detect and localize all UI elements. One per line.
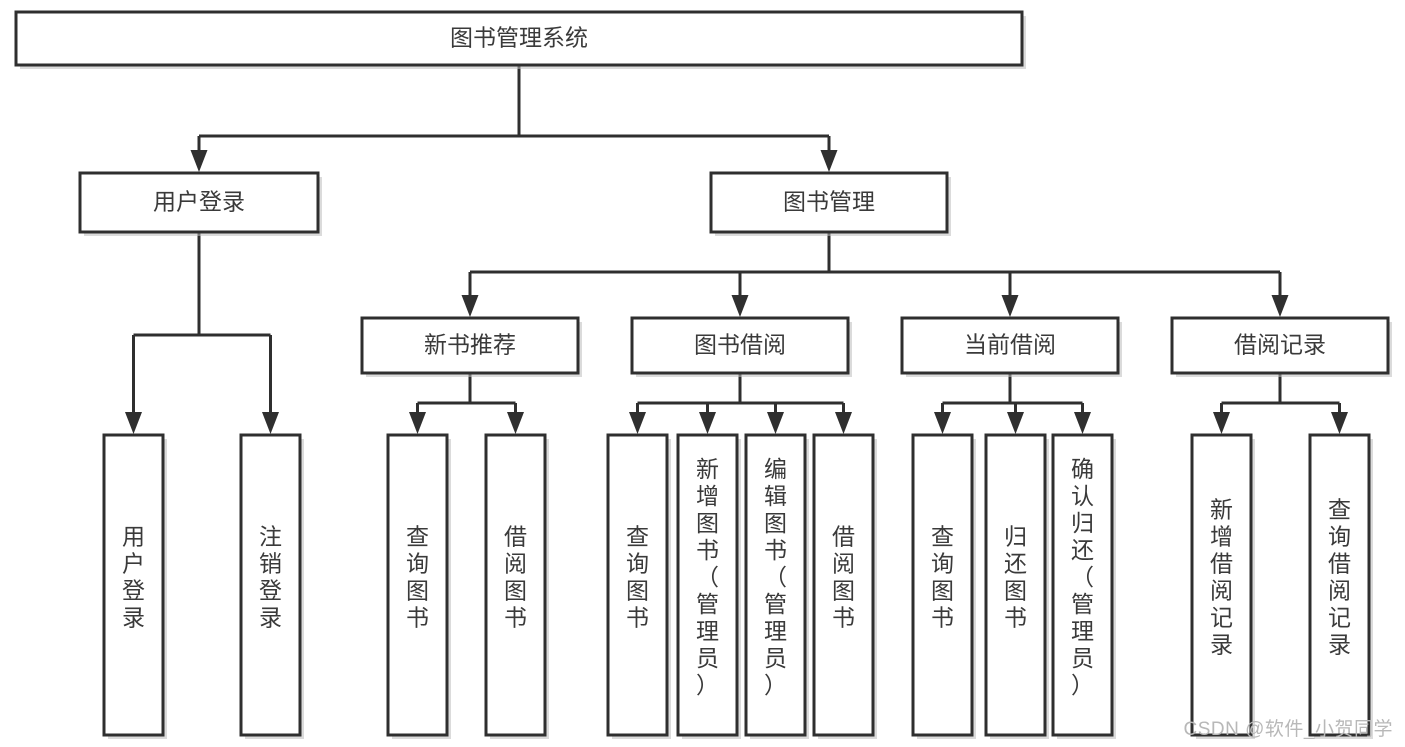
node-label: 图书管理系统 (450, 25, 588, 51)
node-book-borrow[interactable]: 图书借阅 (630, 316, 852, 377)
arrow-head-icon (820, 150, 838, 172)
node-label: 查询图书 (931, 524, 954, 631)
node-label: 用户登录 (122, 524, 145, 631)
node-label: 查询图书 (626, 524, 649, 631)
arrow-head-icon (190, 150, 208, 172)
node-book-manage[interactable]: 图书管理 (709, 171, 951, 236)
node-borrow-borrow-book[interactable]: 借阅图书 (812, 433, 877, 739)
arrow-head-icon (1074, 412, 1091, 434)
node-label: 归还图书 (1004, 524, 1027, 631)
node-border (102, 433, 165, 737)
node-root[interactable]: 图书管理系统 (14, 10, 1026, 69)
arrow-head-icon (699, 412, 716, 434)
node-border (1051, 433, 1114, 737)
node-label: 图书借阅 (694, 332, 786, 358)
node-label: 新书推荐 (424, 332, 516, 358)
node-border (630, 316, 850, 375)
node-border (911, 433, 974, 737)
node-borrow-add-book[interactable]: 新增图书（管理员） (676, 433, 741, 739)
arrow-head-icon (629, 412, 646, 434)
node-label: 查询图书 (406, 524, 429, 631)
node-current-borrow[interactable]: 当前借阅 (900, 316, 1122, 377)
node-record-add[interactable]: 新增借阅记录 (1190, 433, 1255, 739)
node-border (360, 316, 580, 375)
node-label: 注销登录 (259, 524, 282, 631)
node-border (676, 433, 739, 737)
node-label: 借阅图书 (832, 524, 855, 631)
node-label: 确认归还（管理员） (1071, 456, 1094, 698)
arrow-head-icon (125, 412, 142, 434)
node-borrow-query-book[interactable]: 查询图书 (606, 433, 671, 739)
arrow-head-icon (1007, 412, 1024, 434)
arrow-head-icon (461, 295, 479, 317)
node-label: 用户登录 (153, 189, 245, 215)
node-label: 查询借阅记录 (1328, 497, 1351, 658)
arrow-head-icon (1271, 295, 1289, 317)
node-record-query[interactable]: 查询借阅记录 (1308, 433, 1373, 739)
arrow-head-icon (934, 412, 951, 434)
node-border (1308, 433, 1371, 737)
node-new-book-recommend[interactable]: 新书推荐 (360, 316, 582, 377)
arrow-head-icon (409, 412, 426, 434)
arrow-head-icon (1001, 295, 1019, 317)
node-current-return-book[interactable]: 归还图书 (984, 433, 1049, 739)
node-label: 新增借阅记录 (1210, 497, 1233, 658)
node-label: 当前借阅 (964, 332, 1056, 358)
node-border (239, 433, 302, 737)
arrow-head-icon (1213, 412, 1230, 434)
node-border (78, 171, 320, 234)
node-label: 借阅记录 (1234, 332, 1326, 358)
node-label: 图书管理 (783, 189, 875, 215)
arrow-head-icon (835, 412, 852, 434)
connector-layer (125, 65, 1348, 434)
arrow-head-icon (262, 412, 279, 434)
node-borrow-edit-book[interactable]: 编辑图书（管理员） (744, 433, 809, 739)
node-border (744, 433, 807, 737)
node-recommend-query-book[interactable]: 查询图书 (386, 433, 451, 739)
node-label: 编辑图书（管理员） (764, 456, 787, 698)
node-border (900, 316, 1120, 375)
node-user-logout-leaf[interactable]: 注销登录 (239, 433, 304, 739)
node-recommend-borrow-book[interactable]: 借阅图书 (484, 433, 549, 739)
node-border (484, 433, 547, 737)
node-current-confirm-return[interactable]: 确认归还（管理员） (1051, 433, 1116, 739)
node-borrow-record[interactable]: 借阅记录 (1170, 316, 1392, 377)
arrow-head-icon (767, 412, 784, 434)
node-border (606, 433, 669, 737)
node-border (386, 433, 449, 737)
node-border (984, 433, 1047, 737)
node-label: 新增图书（管理员） (696, 456, 719, 698)
node-user-login-leaf[interactable]: 用户登录 (102, 433, 167, 739)
node-user-login[interactable]: 用户登录 (78, 171, 322, 236)
node-layer: 图书管理系统用户登录图书管理用户登录注销登录新书推荐图书借阅当前借阅借阅记录查询… (14, 10, 1392, 739)
node-border (1170, 316, 1390, 375)
arrow-head-icon (1331, 412, 1348, 434)
node-label: 借阅图书 (504, 524, 527, 631)
node-border (1190, 433, 1253, 737)
arrow-head-icon (507, 412, 524, 434)
node-border (812, 433, 875, 737)
node-border (14, 10, 1024, 67)
node-current-query-book[interactable]: 查询图书 (911, 433, 976, 739)
arrow-head-icon (731, 295, 749, 317)
node-border (709, 171, 949, 234)
